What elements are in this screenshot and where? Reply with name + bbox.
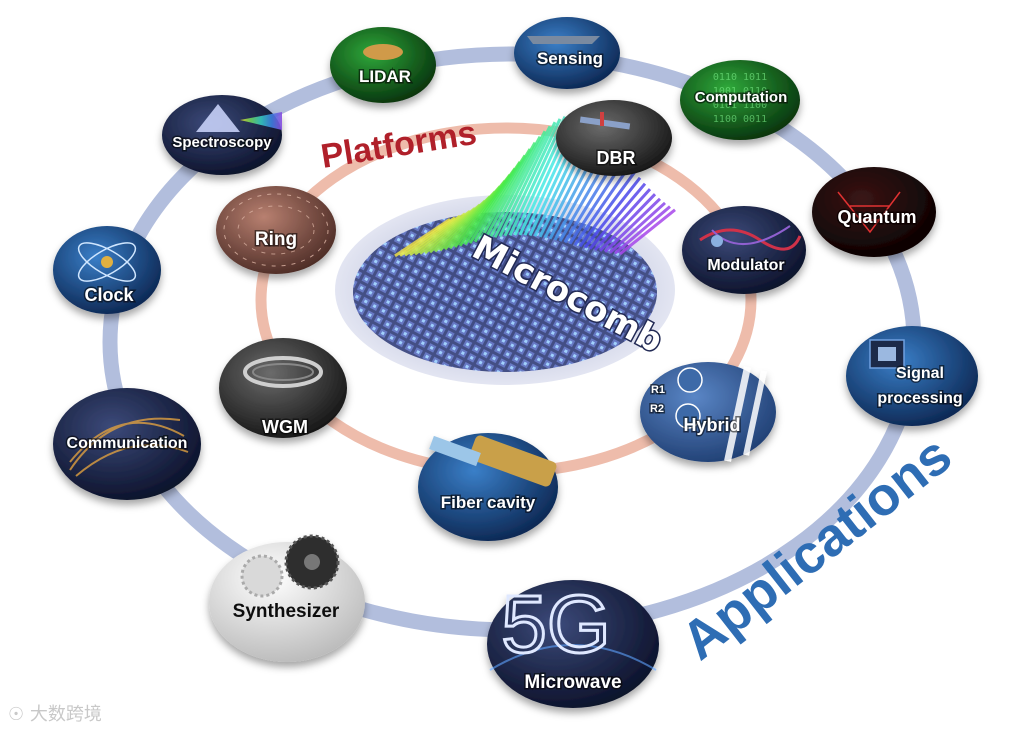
comb-line (508, 115, 567, 236)
application-clock[interactable]: Clock (53, 226, 161, 314)
comb-line (598, 193, 657, 252)
hybrid-mark-r1: R1 (651, 384, 665, 396)
binary-row: 0110 1011 (713, 72, 767, 83)
comb-line (394, 218, 451, 258)
application-sensing[interactable]: Sensing (514, 17, 620, 89)
comb-line (619, 208, 676, 256)
platform-dbr[interactable]: DBR (556, 100, 672, 176)
application-synthesizer[interactable]: Synthesizer (209, 534, 365, 662)
platform-ring-label: Ring (255, 229, 297, 250)
application-sensing-label: Sensing (537, 49, 603, 68)
comb-line (593, 188, 652, 251)
comb-line (608, 201, 667, 254)
comb-line (493, 125, 552, 238)
platform-modulator[interactable]: Modulator (682, 206, 806, 294)
comb-line (498, 121, 557, 238)
application-synthesizer-label: Synthesizer (233, 601, 340, 622)
application-signal-processing[interactable]: Signal processing (846, 326, 978, 426)
application-lidar[interactable]: LIDAR (330, 27, 436, 103)
platform-hybrid[interactable]: R1 R2 Hybrid (640, 362, 776, 462)
comb-line (399, 216, 456, 257)
application-computation-label: Computation (695, 89, 787, 106)
application-spectroscopy[interactable]: Spectroscopy (162, 95, 282, 175)
hybrid-mark-r2: R2 (650, 403, 664, 415)
comb-line (588, 182, 647, 250)
application-lidar-label: LIDAR (359, 67, 411, 86)
watermark-text: 大数跨境 (29, 704, 102, 725)
platform-dbr-label: DBR (597, 148, 636, 168)
application-quantum-label: Quantum (838, 207, 917, 227)
application-communication-label: Communication (67, 435, 188, 452)
comb-line (473, 148, 532, 243)
platform-wgm[interactable]: WGM (219, 338, 347, 439)
microcomb-center: Microcomb (335, 114, 676, 385)
platform-fiber-cavity[interactable]: Fiber cavity (418, 433, 558, 541)
comb-line (488, 130, 547, 239)
comb-line (478, 141, 537, 242)
application-microwave-badge: 5G (501, 579, 610, 670)
watermark-icon: ☉ (8, 704, 25, 725)
comb-line (578, 170, 637, 248)
comb-line (583, 176, 642, 249)
application-microwave-label: Microwave (524, 672, 621, 693)
platform-ring[interactable]: Ring (216, 186, 336, 274)
application-spectroscopy-label: Spectroscopy (172, 134, 272, 151)
platforms-title: Platforms (318, 114, 479, 176)
platform-fiber-cavity-label: Fiber cavity (441, 493, 536, 512)
application-signal-processing-label-2: processing (877, 390, 962, 407)
comb-line (483, 135, 542, 241)
binary-row: 1001 0110 (713, 86, 767, 97)
binary-row: 0101 1100 (713, 100, 767, 111)
application-communication[interactable]: Communication (53, 388, 201, 500)
application-quantum[interactable]: Quantum (812, 167, 936, 257)
binary-digits-decoration: 0110 1011 1001 0110 0101 1100 1100 0011 (713, 72, 767, 125)
platform-wgm-label: WGM (262, 417, 308, 437)
comb-line (573, 164, 632, 246)
application-clock-label: Clock (84, 285, 134, 305)
application-signal-processing-label-1: Signal (896, 365, 944, 382)
watermark: ☉ 大数跨境 (8, 700, 102, 726)
comb-line (503, 118, 562, 237)
application-microwave[interactable]: 5G Microwave (487, 578, 659, 708)
comb-line (603, 197, 662, 253)
comb-line (614, 205, 671, 255)
platform-hybrid-label: Hybrid (683, 415, 740, 435)
application-computation[interactable]: 0110 1011 1001 0110 0101 1100 1100 0011 Com… (680, 60, 800, 140)
platform-modulator-label: Modulator (707, 257, 784, 274)
binary-row: 1100 0011 (713, 114, 767, 125)
